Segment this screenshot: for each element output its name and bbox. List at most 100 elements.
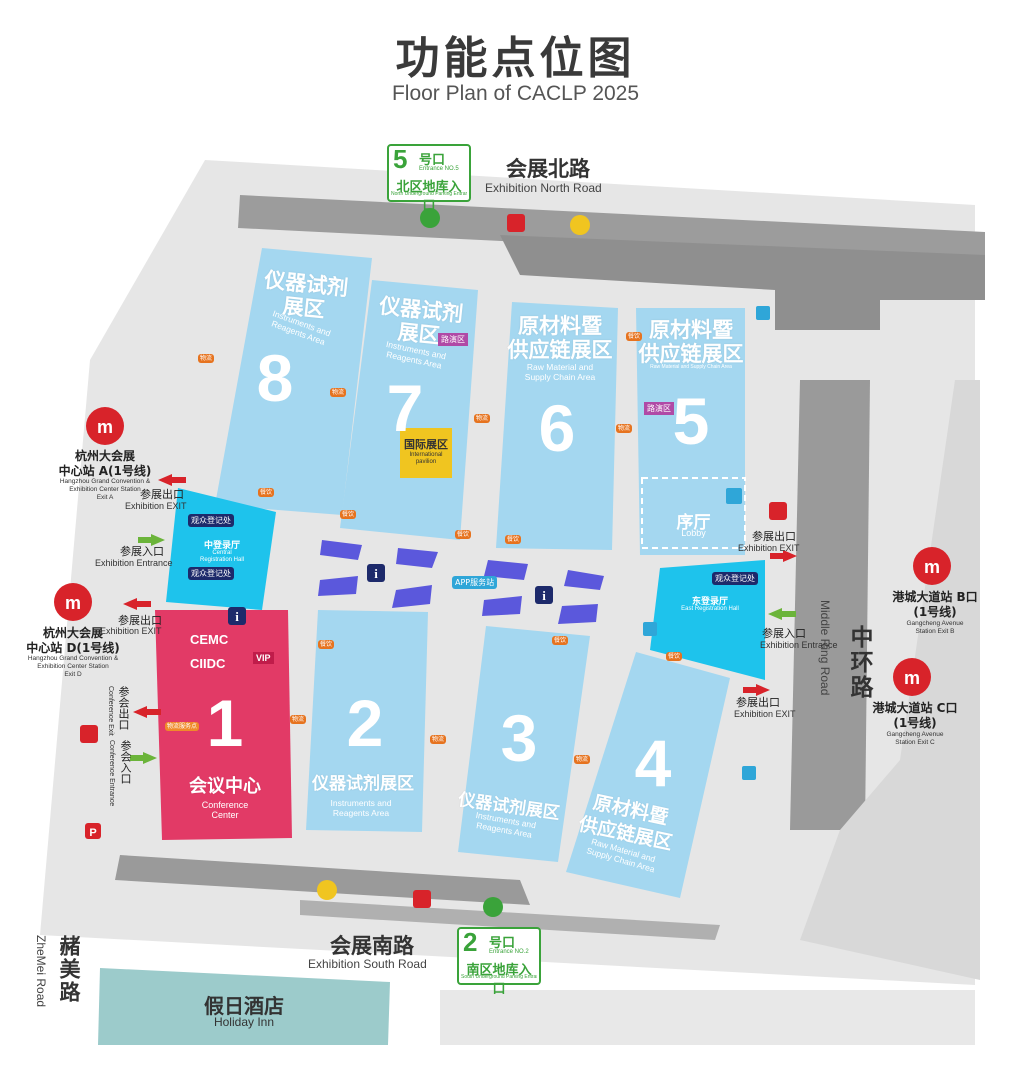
exit-label-a: 参展出口 [140,488,184,501]
hall-8-number: 8 [256,341,294,415]
middle-ring-road-name: 中环路 [846,625,872,700]
zhemei-road-name: 赭美路 [57,935,81,1004]
north-east-block [500,235,985,330]
lobby-en: Lobby [681,528,706,538]
entry-label-a: 参展入口 [120,545,164,558]
svg-text:i: i [542,588,546,603]
international-pavilion-zh: 国际展区 [404,438,448,451]
logistics-tag: 物流 [574,755,591,764]
station-hz-d: 杭州大会展 中心站 D(1号线) [26,626,120,655]
north-road-name: 会展北路 [506,157,590,181]
svg-text:i: i [235,609,239,624]
entrance-arrow-icon [130,534,796,764]
exit-label-east: 参展出口 [752,530,796,543]
visitor-registration-tag[interactable]: 观众登记处 [188,567,234,580]
logistics-tag: 物流 [290,715,307,724]
hall-4[interactable] [566,652,730,898]
ciidc-logo: CIIDC [190,656,226,671]
page-subtitle: Floor Plan of CACLP 2025 [391,82,640,105]
app-service-tag[interactable]: APP服务站 [452,576,498,589]
east-registration-hall[interactable] [650,560,765,680]
canyin-tag: 餐饮 [626,332,643,341]
far-east-block [800,380,980,980]
hall-8[interactable] [215,248,372,515]
entrance-no5-zh: 北区地库入口 [396,180,462,214]
conference-registration-tag: 物流服务点 [165,722,200,731]
east-reg-en: East Registration Hall [681,606,739,612]
metro-icon [54,407,951,696]
page-title: 功能点位图 [395,33,636,84]
logistics-tag: 物流 [430,735,447,744]
entrance-no2-num: 2 [463,927,478,957]
entrance-no2[interactable]: 2 号口 Entrance NO.2 南区地库入口 South Undergro… [457,927,541,997]
logistics-tag: 物流 [616,424,633,433]
canyin-tag: 餐饮 [340,510,357,519]
logistics-tag: 物流 [474,414,491,423]
hall-2[interactable] [306,610,428,832]
entrance-no5-small: North Underground Parking Entrance [391,191,467,197]
hall-6-title: 原材料暨 供应链展区 [507,314,613,362]
exit-label-east-en: Exhibition EXIT [738,543,800,553]
lobby-title: 序厅 [676,513,711,533]
svg-text:m: m [924,557,940,577]
conf-entry-label-en: Conference Entrance [108,740,115,807]
canyin-tag: 餐饮 [318,640,335,649]
north-road-en: Exhibition North Road [485,181,602,195]
conf-exit-label-en: Conference Exit [107,686,114,736]
info-icon: i i i [228,564,553,625]
canyin-tag: 餐饮 [552,636,569,645]
hall-5-number: 5 [672,384,710,458]
conf-entry-label: 参会入口 [119,740,132,784]
hall-6-number: 6 [538,391,576,465]
svg-text:i: i [374,566,378,581]
hall-1-en: Conference Center [201,800,249,820]
hall-7-number: 7 [386,371,424,445]
entry-label-east-en: Exhibition Entrance [760,640,838,650]
exit-label-se-en: Exhibition EXIT [734,709,796,719]
plaza-tiles [318,540,604,624]
entrance-no2-en: Entrance NO.2 [489,949,529,955]
south-road-en: Exhibition South Road [308,957,427,971]
taxi-icon [413,214,787,908]
hall-5-en: Raw Material and Supply Chain Area [650,364,732,370]
visitor-registration-tag[interactable]: 观众登记处 [712,572,758,585]
hall-1-title: 会议中心 [189,776,261,797]
hall-1-conference[interactable] [155,610,292,840]
canyin-tag: 餐饮 [455,530,472,539]
canyin-tag: 餐饮 [505,535,522,544]
svg-text:m: m [65,593,81,613]
station-gc-b-en: Gangcheng Avenue Station Exit B [906,620,964,635]
logistics-tag: 物流 [330,388,347,397]
hall-5[interactable] [636,308,745,555]
hall-6[interactable] [496,302,618,550]
parking-entrance-icon [317,208,590,917]
east-reg-title: 东登录厅 [691,597,728,607]
central-reg-en: Central Registration Hall [199,550,245,563]
entrance-no5[interactable]: 5 号口 Entrance NO.5 北区地库入口 North Undergro… [387,144,471,214]
entrance-no5-en: Entrance NO.5 [419,166,459,172]
hall-3[interactable] [458,626,590,862]
international-pavilion-en: International pavilion [409,452,443,465]
station-hz-d-en: Hangzhou Grand Convention & Exhibition C… [27,655,119,678]
exit-arrow-icon [123,474,797,718]
exit-label-d-en: Exhibition EXIT [100,626,162,636]
exit-label-d: 参展出口 [118,614,162,627]
svg-text:m: m [97,417,113,437]
svg-text:m: m [904,668,920,688]
entry-label-a-en: Exhibition Entrance [95,558,173,568]
entrance-no2-hao: 号口 [489,936,516,951]
conf-exit-label: 参会出口 [117,686,130,730]
service-cube-icon [643,306,770,780]
station-hz-a: 杭州大会展 中心站 A(1号线) [58,449,152,478]
canyin-tag: 餐饮 [666,652,683,661]
station-gc-c: 港城大道站 C口 (1号线) [872,701,958,730]
hall-2-number: 2 [346,686,384,760]
zhemei-road-en: ZheMei Road [34,935,48,1008]
international-pavilion[interactable] [400,428,452,478]
visitor-registration-tag[interactable]: 观众登记处 [188,514,234,527]
entrance-no2-zh: 南区地库入口 [466,963,532,997]
hall-3-number: 3 [500,701,538,775]
holiday-inn-name: 假日酒店 [204,994,284,1018]
svg-text:P: P [89,827,96,839]
